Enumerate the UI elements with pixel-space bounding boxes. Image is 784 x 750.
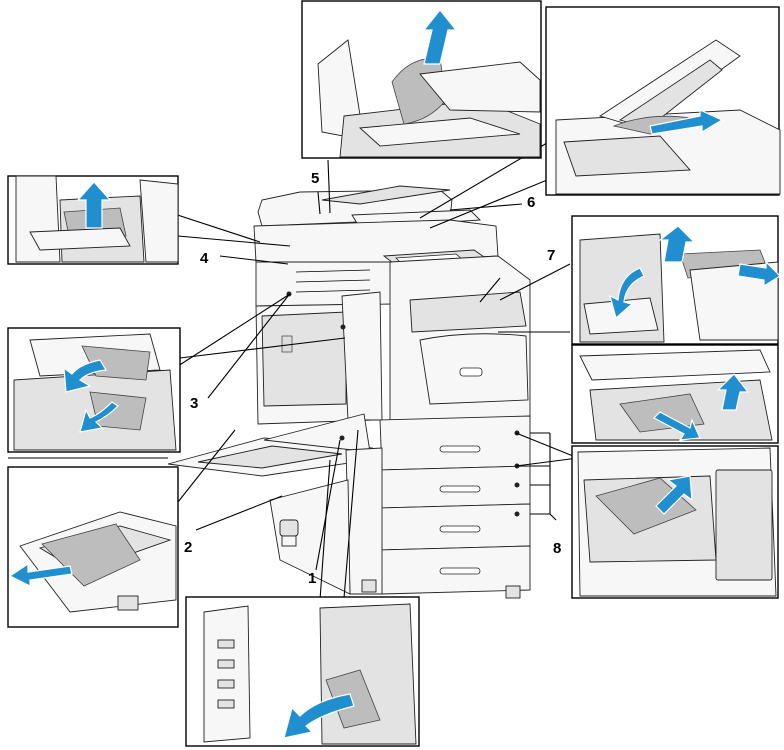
printer-main-illustration (167, 185, 531, 599)
lift-arrow-icon (76, 181, 112, 229)
pull-arrow-icon (79, 401, 119, 433)
pull-arrow-icon (8, 562, 73, 587)
pull-arrow-icon (737, 260, 781, 288)
pull-arrow-icon (283, 693, 355, 739)
lift-arrow-icon (658, 225, 696, 263)
inset-2-bypass-tray (7, 466, 179, 628)
callout-7: 7 (547, 247, 555, 264)
callout-2: 2 (184, 539, 192, 556)
inset-3-transfer-area (7, 327, 181, 453)
inset-7-inner-path (571, 344, 779, 444)
pull-arrow-icon (649, 109, 724, 135)
callout-1: 1 (308, 570, 316, 587)
pull-arrow-icon (63, 359, 107, 393)
inset-5-document-feeder-cover (301, 0, 542, 159)
lift-arrow-icon (716, 373, 750, 411)
inset-6-document-feed-tray (545, 6, 781, 196)
inset-8-paper-tray (571, 445, 779, 599)
rotate-arrow-icon (609, 267, 645, 320)
callout-5: 5 (311, 170, 319, 187)
callout-leader-lines (8, 139, 579, 601)
callout-4: 4 (200, 250, 209, 267)
inset-4-left-door-fuser (7, 175, 179, 265)
lift-arrow-icon (655, 475, 693, 515)
inset-1-lower-door (185, 596, 420, 747)
inset-7-output-area (571, 215, 781, 345)
callout-8: 8 (553, 540, 561, 557)
callout-3: 3 (190, 395, 198, 412)
pull-arrow-icon (653, 411, 701, 441)
callout-6: 6 (527, 194, 535, 211)
lift-arrow-icon (422, 9, 458, 65)
